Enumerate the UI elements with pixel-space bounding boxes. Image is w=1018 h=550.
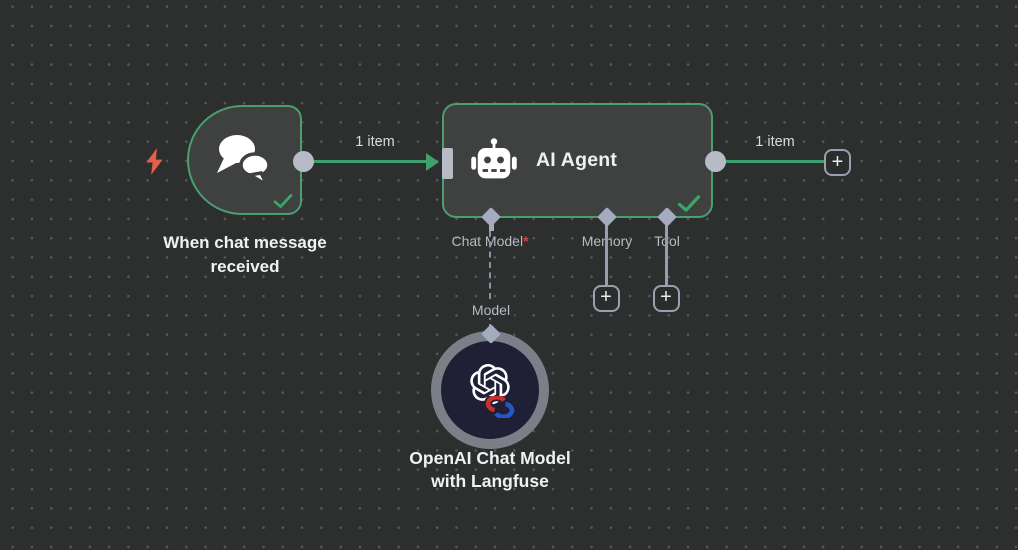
success-check-icon <box>273 194 293 208</box>
robot-icon <box>471 137 517 178</box>
add-tool-button[interactable]: + <box>652 284 680 312</box>
openai-logo-icon <box>470 364 510 404</box>
tool-connector-line <box>665 225 668 286</box>
port-chat-model-label: Chat Model* <box>451 233 529 249</box>
agent-input-port[interactable] <box>442 148 453 179</box>
required-asterisk: * <box>523 233 529 249</box>
connection-trigger-to-agent <box>312 160 428 163</box>
memory-connector-line <box>605 225 608 286</box>
trigger-node-label: When chat message received <box>163 233 327 276</box>
port-chat-model-stub <box>488 223 494 231</box>
chat-bubbles-icon <box>217 135 271 187</box>
agent-node-title: AI Agent <box>536 149 618 171</box>
add-next-node-button[interactable]: + <box>824 149 851 176</box>
success-check-icon <box>677 195 701 212</box>
trigger-output-port[interactable] <box>293 151 314 172</box>
node-openai-chat-model[interactable] <box>431 331 549 449</box>
model-port-label: Model <box>441 302 541 318</box>
node-ai-agent[interactable]: AI Agent <box>442 103 713 218</box>
output-items-label: 1 item <box>755 134 795 150</box>
agent-output-connection <box>716 160 824 163</box>
chat-model-connection-line <box>489 231 491 330</box>
node-when-chat-message-received[interactable] <box>187 105 302 215</box>
connection-items-label: 1 item <box>355 134 395 150</box>
model-node-label: OpenAI Chat Model with Langfuse <box>409 448 571 491</box>
connection-arrowhead-icon <box>426 152 439 171</box>
lightning-bolt-icon <box>146 148 163 175</box>
add-memory-button[interactable]: + <box>592 284 620 312</box>
agent-output-port[interactable] <box>705 151 726 172</box>
langfuse-logo-icon <box>484 396 516 418</box>
